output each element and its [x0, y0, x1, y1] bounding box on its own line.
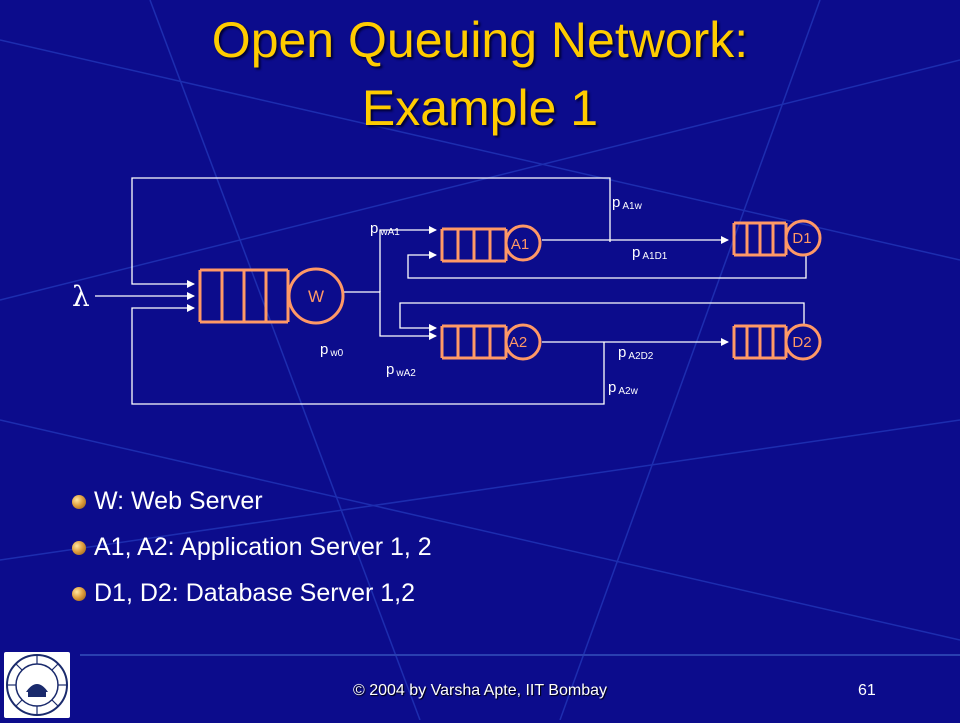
queue-a1 — [440, 227, 508, 263]
slide-page-number: 61 — [858, 682, 876, 699]
arrival-rate-label: λ — [72, 280, 90, 313]
bullet-ball-icon — [72, 587, 86, 601]
slide-title-line2: Example 1 — [361, 80, 599, 136]
d1-to-a1 — [407, 251, 807, 279]
queue-d1 — [732, 221, 788, 257]
footer-copyright: © 2004 by Varsha Apte, IIT Bombay — [352, 682, 607, 699]
server-w — [287, 267, 345, 325]
server-a1 — [504, 224, 542, 262]
legend-bullet-list: W: Web Server A1, A2: Application Server… — [72, 478, 432, 616]
node-label-a1: A1 — [511, 236, 529, 253]
feedback-a1-to-w — [131, 177, 611, 288]
slide-title-line1: Open Queuing Network: — [211, 12, 749, 68]
server-a2 — [504, 323, 542, 361]
bullet-item: A1, A2: Application Server 1, 2 — [72, 524, 432, 570]
queue-d2 — [732, 324, 788, 360]
w-to-a2 — [379, 326, 437, 340]
bullet-item: D1, D2: Database Server 1,2 — [72, 570, 432, 616]
w-output — [344, 291, 381, 326]
node-label-w: W — [308, 287, 324, 306]
server-d2 — [784, 323, 822, 361]
w-to-a1 — [379, 226, 437, 292]
bullet-text: D1, D2: Database Server 1,2 — [94, 579, 415, 607]
bullet-text: W: Web Server — [94, 487, 263, 515]
footer-divider — [80, 654, 960, 656]
node-label-d1: D1 — [792, 230, 811, 247]
d2-to-a2 — [399, 302, 805, 332]
bullet-item: W: Web Server — [72, 478, 432, 524]
node-label-a2: A2 — [509, 334, 527, 351]
server-d1 — [784, 219, 822, 257]
iit-bombay-seal-icon — [4, 652, 70, 718]
bullet-text: A1, A2: Application Server 1, 2 — [94, 533, 432, 561]
feedback-a2-to-w — [131, 304, 605, 405]
bullet-ball-icon — [72, 495, 86, 509]
node-label-d2: D2 — [792, 334, 811, 351]
bullet-ball-icon — [72, 541, 86, 555]
queue-w — [198, 268, 290, 324]
queue-a2 — [440, 324, 508, 360]
